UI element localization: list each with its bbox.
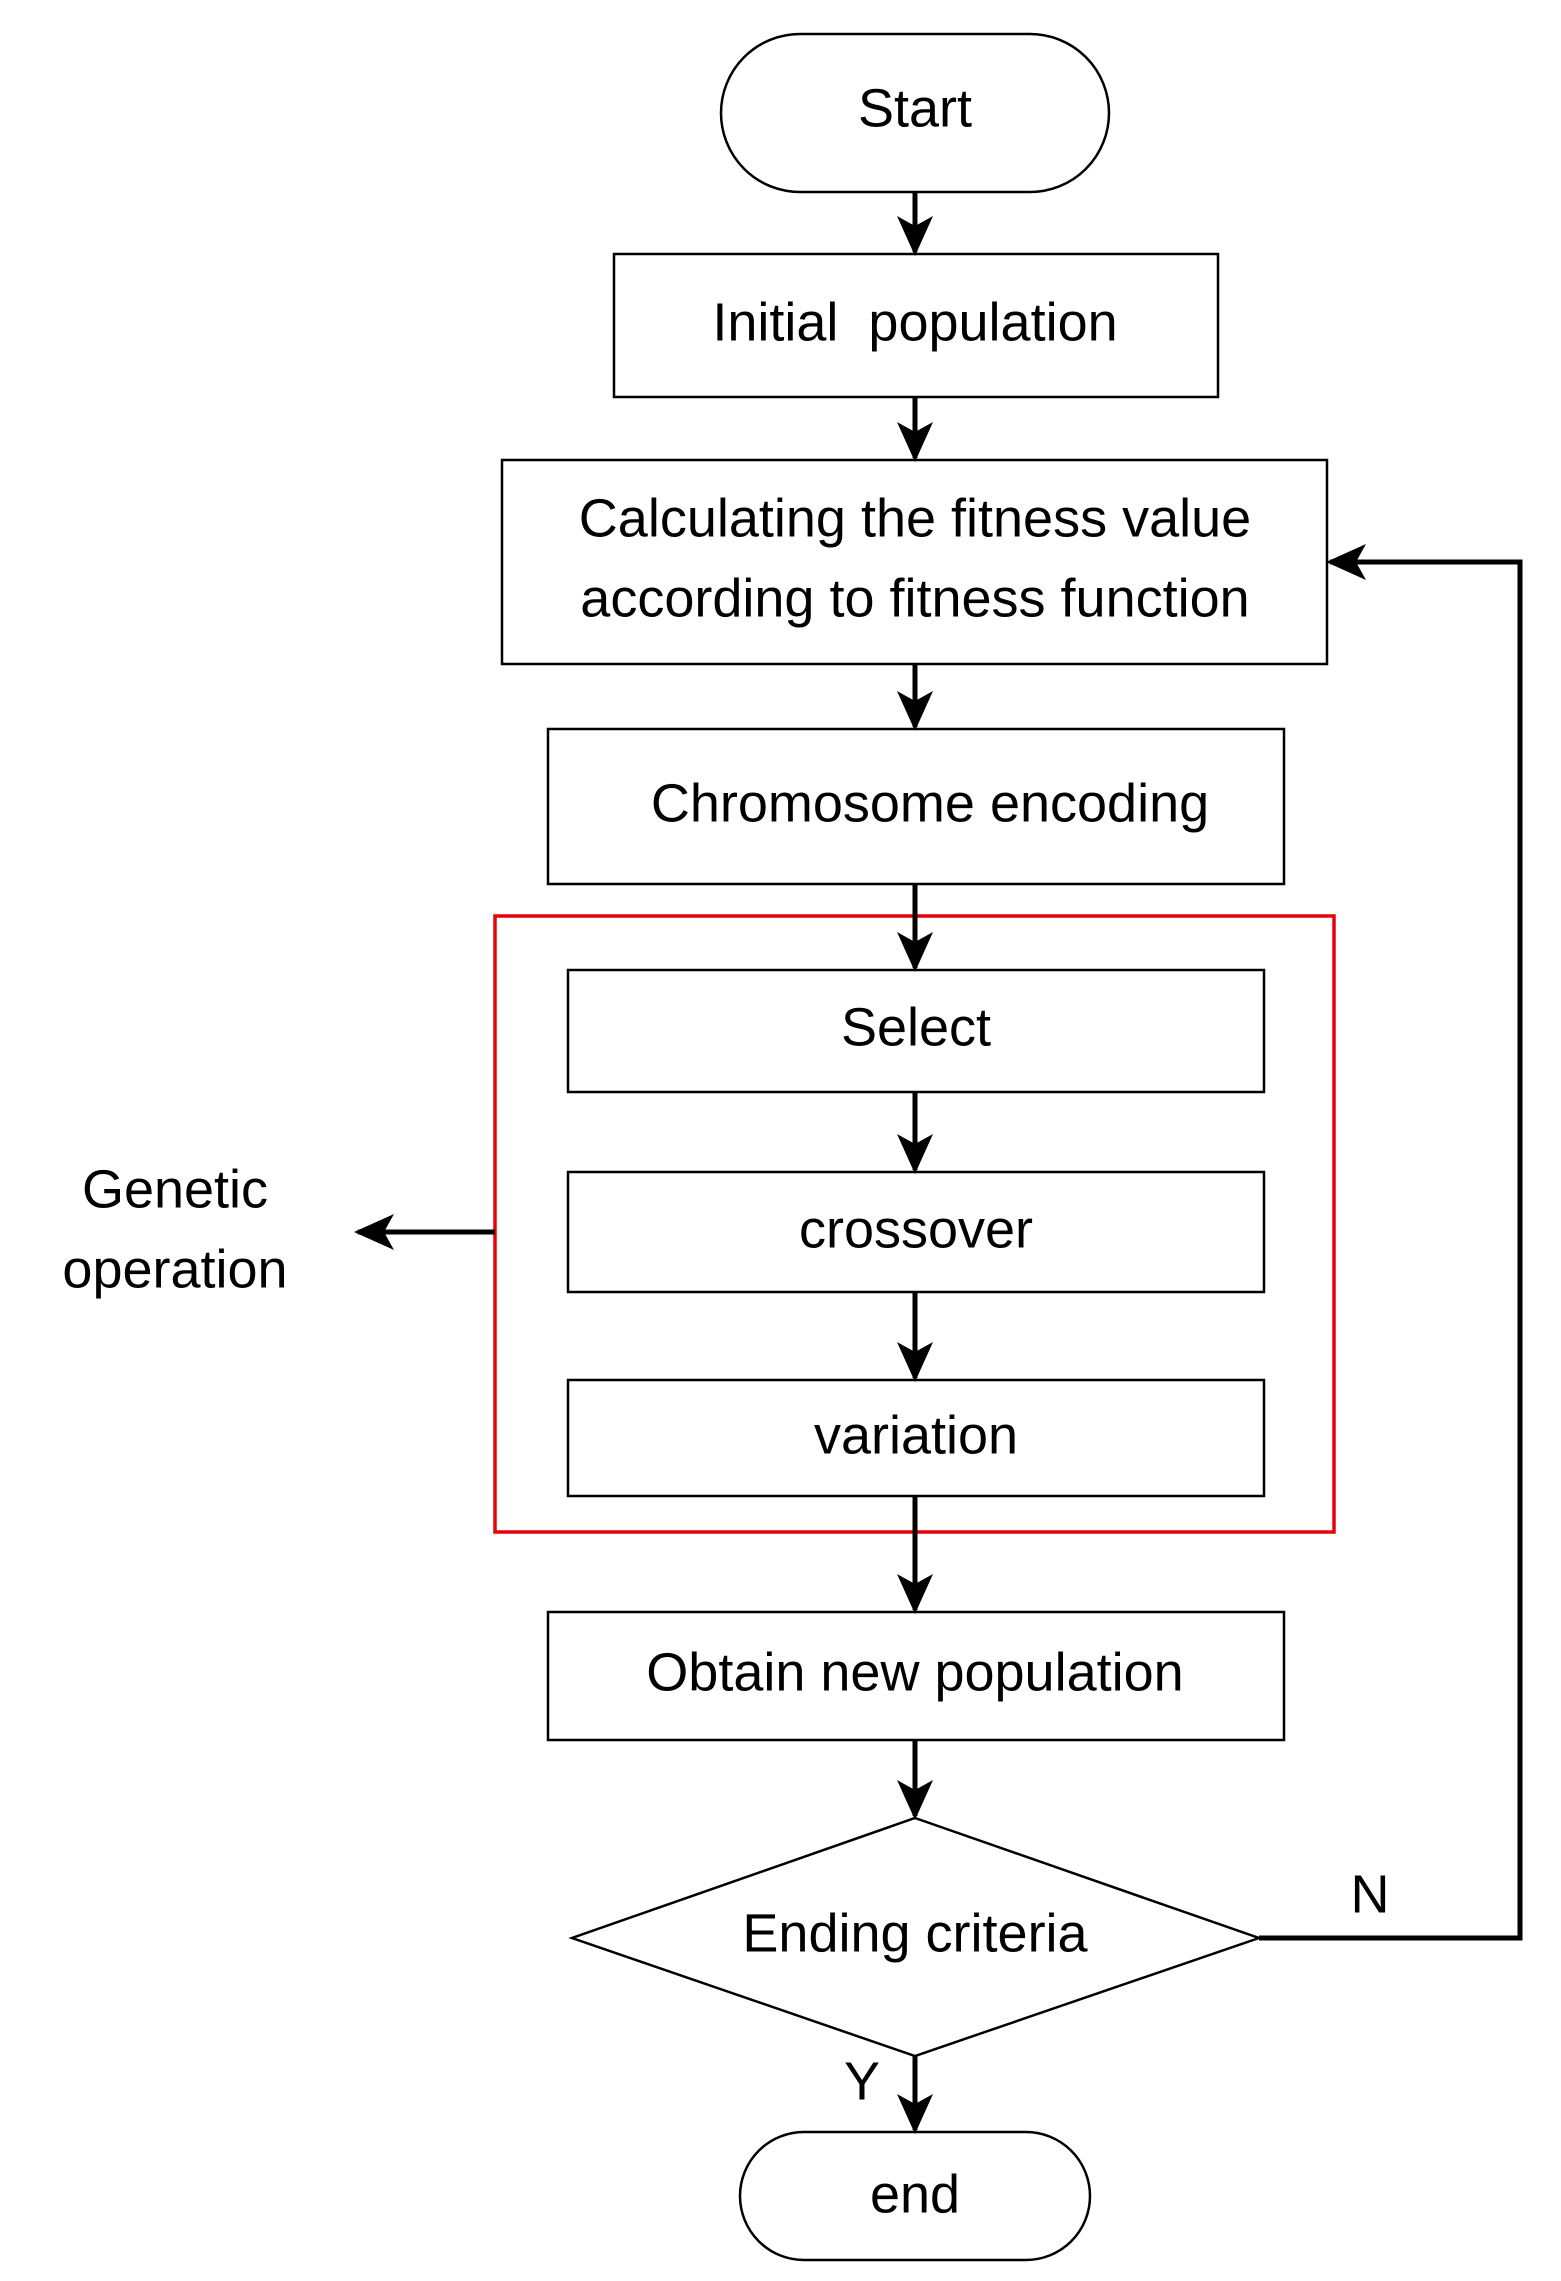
connectors — [354, 192, 1523, 2134]
fitness-calculation-node: Calculating the fitness value according … — [500, 458, 1329, 666]
crossover-label: crossover — [799, 1199, 1033, 1259]
initial-population-node: Initial population — [612, 252, 1220, 399]
arrow-loop-back-to-fitness — [1259, 544, 1523, 1941]
obtain-new-population-label: Obtain new population — [646, 1642, 1183, 1702]
select-label: Select — [841, 997, 991, 1057]
start-node: Start — [719, 32, 1111, 194]
no-branch-label: N — [1351, 1864, 1390, 1924]
yes-branch-label: Y — [844, 2051, 880, 2111]
ending-criteria-decision: Ending criteria — [568, 1816, 1263, 2058]
chromosome-encoding-label: Chromosome encoding — [651, 773, 1209, 833]
genetic-operation-label-line1: Genetic — [82, 1159, 268, 1219]
fitness-label-line2: according to fitness function — [580, 568, 1249, 628]
select-node: Select — [566, 968, 1266, 1094]
variation-node: variation — [566, 1378, 1266, 1498]
obtain-new-population-node: Obtain new population — [546, 1610, 1286, 1742]
chromosome-encoding-node: Chromosome encoding — [546, 727, 1286, 886]
crossover-node: crossover — [566, 1170, 1266, 1294]
initial-population-label: Initial population — [712, 292, 1117, 352]
start-label: Start — [858, 78, 972, 138]
end-node: end — [738, 2130, 1092, 2262]
ending-criteria-label: Ending criteria — [742, 1903, 1088, 1963]
genetic-operation-label-line2: operation — [62, 1239, 287, 1299]
fitness-label-line1: Calculating the fitness value — [579, 488, 1251, 548]
end-label: end — [870, 2164, 960, 2224]
variation-label: variation — [814, 1405, 1018, 1465]
